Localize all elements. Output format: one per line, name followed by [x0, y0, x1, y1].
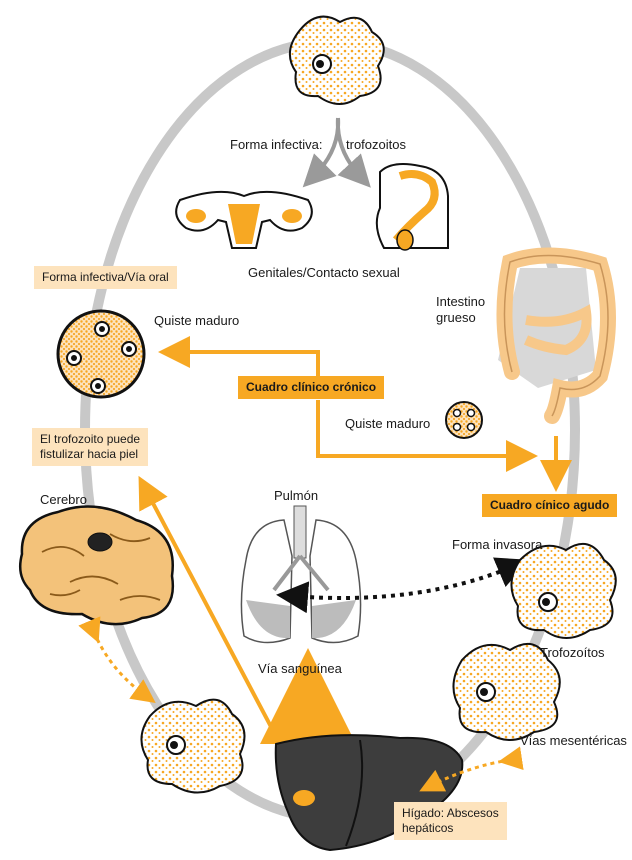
chronic-arrows — [174, 352, 556, 476]
label-intestino: Intestino grueso — [436, 294, 485, 325]
box-higado: Hígado: Abscesos hepáticos — [394, 802, 507, 840]
label-cerebro: Cerebro — [40, 492, 87, 508]
small-cyst-icon — [446, 402, 482, 438]
box-cronico: Cuadro clínico crónico — [238, 376, 384, 399]
label-trofozoitos-top: trofozoitos — [346, 137, 406, 153]
label-genitales: Genitales/Contacto sexual — [248, 265, 400, 281]
box-fistulizar: El trofozoito puede fistulizar hacia pie… — [32, 428, 148, 466]
brain-icon — [20, 507, 173, 625]
box-agudo: Cuadro cínico agudo — [482, 494, 617, 517]
label-forma-infectiva: Forma infectiva: — [230, 137, 322, 153]
label-via-sanguinea: Vía sanguínea — [258, 661, 342, 677]
uterus-icon — [176, 192, 312, 248]
trophozoite-icon — [511, 544, 615, 638]
label-vias-mesentericas: Vías mesentéricas — [520, 733, 627, 749]
lungs-icon — [241, 506, 360, 643]
label-quiste-maduro-1: Quiste maduro — [154, 313, 239, 329]
trophozoite-icon — [290, 17, 384, 104]
label-trofozoitos-right: Trofozoítos — [540, 645, 605, 661]
colon-icon — [498, 255, 608, 416]
male-pelvis-icon — [377, 164, 448, 250]
label-quiste-maduro-2: Quiste maduro — [345, 416, 430, 432]
cyst-icon — [58, 311, 144, 397]
label-pulmon: Pulmón — [274, 488, 318, 504]
box-via-oral: Forma infectiva/Vía oral — [34, 266, 177, 289]
label-forma-invasora: Forma invasora — [452, 537, 542, 553]
trophozoite-icon — [141, 700, 244, 793]
